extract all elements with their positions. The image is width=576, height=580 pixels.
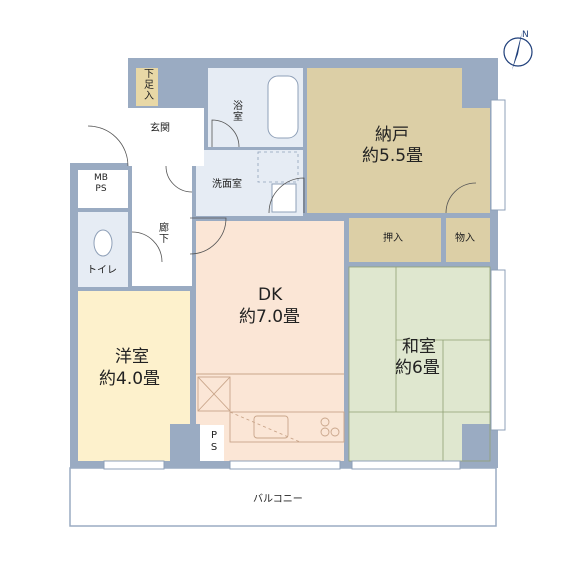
room-mbps [78, 170, 128, 208]
label-monoire: 物入 [455, 233, 475, 244]
label-nando-name: 納戸 [375, 125, 409, 145]
door-swings [87, 119, 477, 263]
room-shitabako [136, 68, 158, 106]
room-genkan [128, 108, 204, 166]
label-genkan: 玄関 [150, 123, 170, 134]
label-yokushitsu: 浴室 [230, 100, 242, 122]
label-senmen: 洗面室 [212, 179, 242, 190]
label-shitabako: 下足入 [141, 68, 153, 101]
label-washitsu-size: 約6畳 [395, 358, 440, 378]
label-balcony: バルコニー [253, 494, 303, 505]
wall-pillar [170, 424, 200, 464]
room-nando [307, 68, 490, 213]
compass-icon [503, 32, 533, 70]
room-dk [196, 221, 344, 461]
room-monoire [446, 218, 490, 262]
room-oshiire [349, 218, 441, 262]
room-hall [132, 166, 192, 286]
label-toilet: トイレ [87, 265, 117, 276]
room-ps [200, 425, 224, 461]
balcony [69, 467, 497, 527]
label-mbps: MB PS [94, 173, 108, 195]
label-washitsu-name: 和室 [402, 337, 436, 357]
label-youshitsu-name: 洋室 [115, 347, 149, 367]
washer-space [257, 151, 299, 183]
label-dk-size: 約7.0畳 [239, 307, 301, 327]
bathtub [267, 75, 299, 139]
label-ps: PS [208, 430, 220, 454]
label-dk-name: DK [258, 285, 283, 305]
toilet-fixture [93, 229, 113, 257]
label-nando-size: 約5.5畳 [362, 146, 424, 166]
washbasin [271, 183, 297, 213]
kitchen-counter [196, 373, 345, 443]
compass-label: N [522, 30, 529, 40]
windows [103, 99, 506, 470]
label-youshitsu-size: 約4.0畳 [99, 369, 161, 389]
label-oshiire: 押入 [383, 233, 403, 244]
label-rouka: 廊下 [156, 222, 168, 244]
